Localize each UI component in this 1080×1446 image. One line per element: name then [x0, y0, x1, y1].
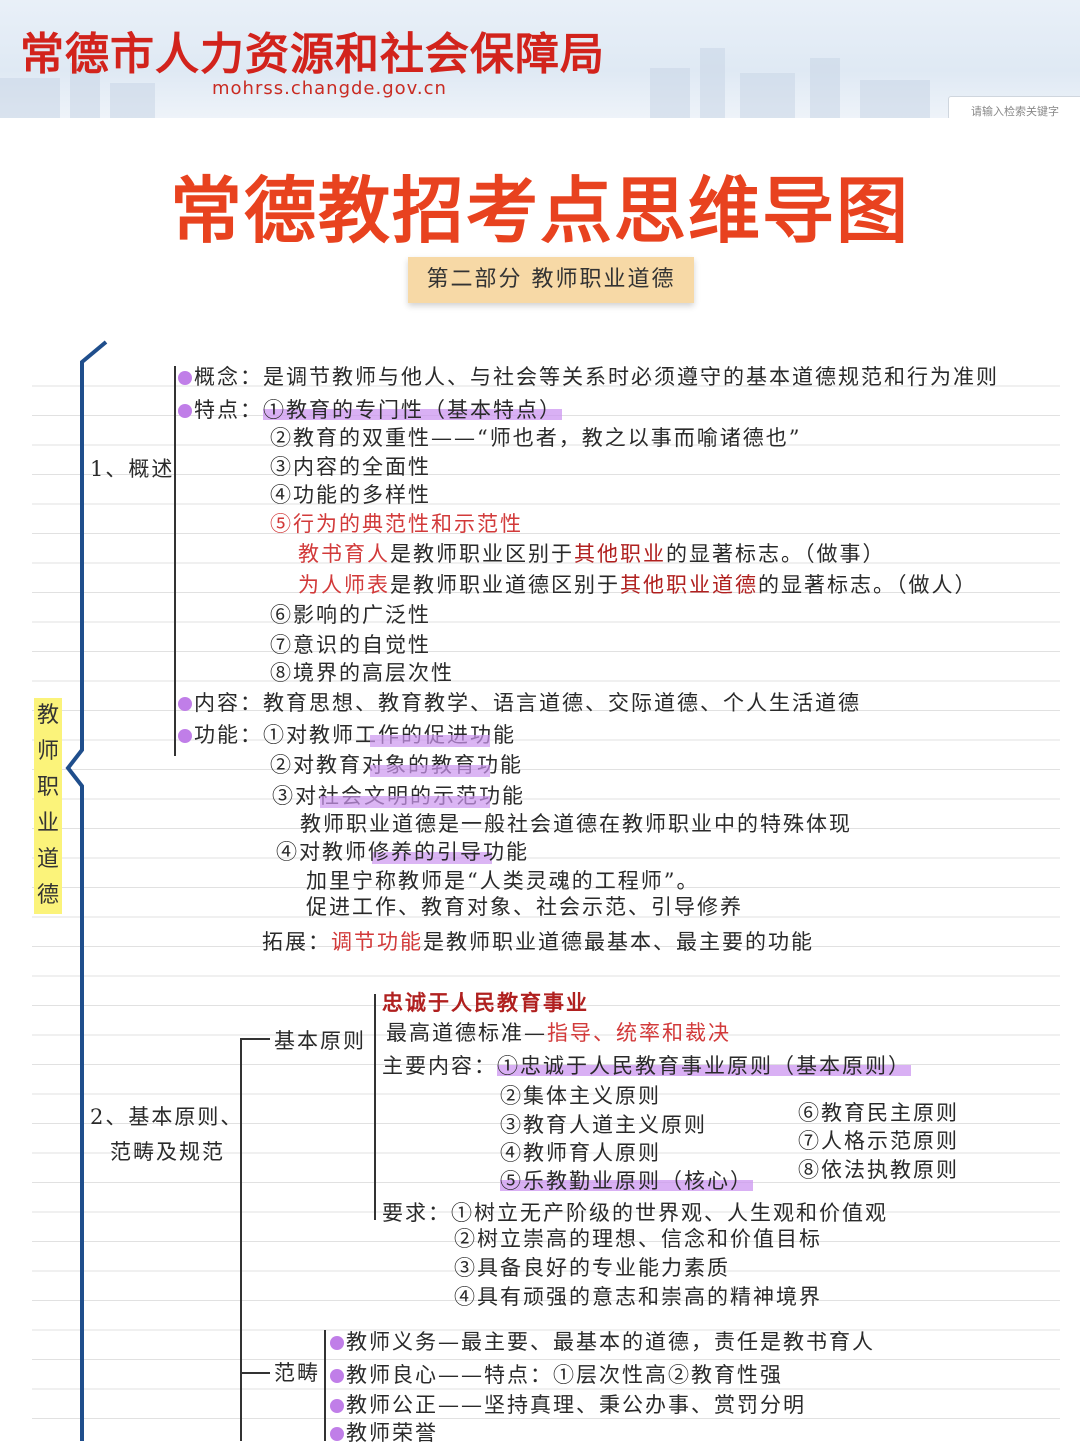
principle-item: ⑧依法执教原则: [798, 1158, 959, 1182]
requirement-item: ④具有顽强的意志和崇高的精神境界: [454, 1285, 822, 1309]
category-item: 教师荣誉: [330, 1420, 438, 1446]
bullet-dot-icon: [178, 697, 192, 711]
section-heading-principles: 2、基本原则、: [90, 1105, 244, 1129]
page-title: 常德教招考点思维导图: [169, 169, 910, 253]
model-note-2: 为人师表是教师职业道德区别于其他职业道德的显著标志。（做人）: [298, 573, 978, 597]
highlight-mark: [320, 796, 490, 808]
category-label: 范畴: [274, 1361, 320, 1385]
basic-bracket-line: [374, 994, 376, 1220]
site-title: 常德市人力资源和社会保障局: [20, 29, 605, 80]
bullet-dot-icon: [330, 1369, 344, 1383]
overview-bracket-line: [174, 366, 176, 756]
requirements-row: 要求：①树立无产阶级的世界观、人生观和价值观: [382, 1201, 888, 1225]
category-item: 教师良心——特点：①层次性高②教育性强: [330, 1362, 783, 1388]
bullet-dot-icon: [178, 729, 192, 743]
highlight-mark: [372, 852, 492, 864]
highlight-mark: [370, 735, 490, 747]
ruled-paper-background: [32, 357, 1060, 1441]
section-badge: 第二部分 教师职业道德: [408, 257, 694, 303]
site-header-banner: 常德市人力资源和社会保障局 mohrss.changde.gov.cn 请输入检…: [0, 0, 1080, 118]
bullet-dot-icon: [330, 1336, 344, 1350]
features-row: 特点：①教育的专门性（基本特点）: [178, 397, 562, 423]
search-input[interactable]: 请输入检索关键字: [948, 96, 1080, 118]
main-content-row: 主要内容：①忠诚于人民教育事业原则（基本原则）: [382, 1054, 911, 1078]
feature-item: ④功能的多样性: [270, 483, 431, 507]
function-item: ④对教师修养的引导功能: [276, 840, 529, 864]
feature-item: ⑥影响的广泛性: [270, 603, 431, 627]
basic-principle-label: 基本原则: [274, 1029, 366, 1053]
feature-item: ⑦意识的自觉性: [270, 633, 431, 657]
function-note: 加里宁称教师是“人类灵魂的工程师”。: [306, 869, 700, 893]
loyal-heading: 忠诚于人民教育事业: [382, 990, 589, 1015]
feature-item: ⑧境界的高层次性: [270, 661, 454, 685]
vertical-title: 教师职 业道德: [34, 698, 62, 914]
main-brace: [65, 340, 108, 1441]
function-note: 促进工作、教育对象、社会示范、引导修养: [306, 895, 743, 919]
category-bracket-line: [324, 1330, 326, 1441]
feature-item: ②教育的双重性——“师也者，教之以事而喻诸德也”: [270, 426, 802, 450]
section-heading-principles-2: 范畴及规范: [110, 1140, 225, 1164]
site-url[interactable]: mohrss.changde.gov.cn: [212, 78, 447, 99]
bullet-dot-icon: [330, 1427, 344, 1441]
principles-bracket-line: [240, 1038, 242, 1441]
feature-item: ⑤行为的典范性和示范性: [270, 512, 523, 536]
bullet-dot-icon: [178, 404, 192, 418]
requirement-item: ③具备良好的专业能力素质: [454, 1256, 730, 1280]
highlight-mark: [370, 765, 490, 777]
category-item: 教师公正——坚持真理、秉公办事、赏罚分明: [330, 1392, 806, 1418]
category-item: 教师义务—最主要、最基本的道德，责任是教书育人: [330, 1329, 875, 1355]
concept-row: 概念：是调节教师与他人、与社会等关系时必须遵守的基本道德规范和行为准则: [178, 364, 999, 390]
feature-item: ③内容的全面性: [270, 455, 431, 479]
principle-item: ⑤乐教勤业原则（核心）: [500, 1169, 753, 1193]
function-note: 教师职业道德是一般社会道德在教师职业中的特殊体现: [300, 812, 852, 836]
principle-item: ③教育人道主义原则: [500, 1113, 707, 1137]
bullet-dot-icon: [178, 371, 192, 385]
content-row: 内容：教育思想、教育教学、语言道德、交际道德、个人生活道德: [178, 690, 861, 716]
highest-standard-row: 最高道德标准—指导、统率和裁决: [386, 1021, 731, 1045]
principle-item: ②集体主义原则: [500, 1084, 661, 1108]
bullet-dot-icon: [330, 1399, 344, 1413]
extend-row: 拓展：调节功能是教师职业道德最基本、最主要的功能: [262, 930, 814, 954]
principles-bracket-tick: [240, 1038, 270, 1040]
category-bracket-tick: [240, 1372, 270, 1374]
section-heading-overview: 1、概述: [90, 457, 175, 481]
principle-item: ④教师育人原则: [500, 1141, 661, 1165]
model-note-1: 教书育人是教师职业区别于其他职业的显著标志。（做事）: [298, 542, 886, 566]
principle-item: ⑥教育民主原则: [798, 1101, 959, 1125]
requirement-item: ②树立崇高的理想、信念和价值目标: [454, 1227, 822, 1251]
principle-item: ⑦人格示范原则: [798, 1129, 959, 1153]
